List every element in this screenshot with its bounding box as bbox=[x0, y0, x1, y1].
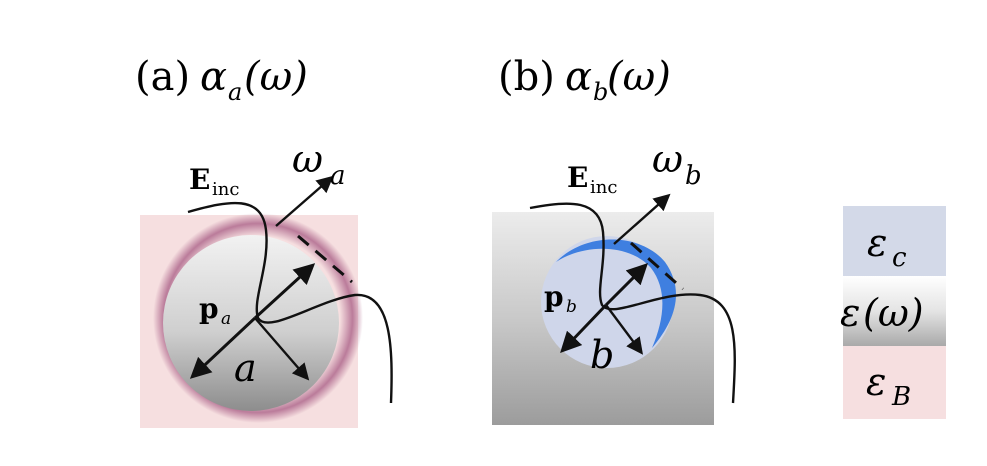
legend-shell-symbol: ε bbox=[840, 291, 860, 335]
legend-shell-arg: (ω) bbox=[863, 291, 924, 335]
panel-a-alpha-sub: a bbox=[228, 78, 242, 106]
panel-b-omega-arg: (ω) bbox=[607, 54, 671, 100]
panel-b-shell-dashes bbox=[630, 241, 684, 291]
panel-b-omega: ω bbox=[652, 137, 683, 181]
legend-core-sub: c bbox=[892, 243, 907, 273]
panel-b-alpha: α bbox=[565, 54, 592, 100]
panel-b-omega-sub: b bbox=[685, 161, 702, 191]
panel-a: (a) α a (ω) E inc ω a p a a bbox=[135, 54, 393, 428]
panel-b-p-sub: b bbox=[566, 297, 577, 317]
panel-b-e-inc-sub: inc bbox=[590, 177, 617, 198]
panel-a-scattered-ray bbox=[275, 175, 334, 227]
panel-a-alpha: α bbox=[200, 54, 227, 100]
panel-a-incident-wave bbox=[187, 201, 393, 404]
panel-a-shell-dashes bbox=[297, 234, 353, 284]
legend-shell-swatch bbox=[843, 276, 946, 346]
panel-b-p: p bbox=[544, 280, 564, 313]
legend-background-symbol: ε bbox=[866, 360, 886, 404]
panel-a-omega-sub: a bbox=[330, 161, 346, 191]
panel-a-label: (a) bbox=[135, 54, 190, 100]
panel-a-p: p bbox=[199, 292, 219, 325]
panel-b-radius-arrow bbox=[605, 304, 644, 355]
panel-a-omega: ω bbox=[292, 137, 323, 181]
legend-background-sub: B bbox=[891, 382, 911, 412]
panel-a-dipole-arrow-up bbox=[253, 263, 316, 320]
legend-core-swatch bbox=[843, 206, 946, 276]
panel-b-dipole-arrow-down bbox=[560, 303, 608, 354]
panel-a-radius-label: a bbox=[234, 346, 257, 390]
legend-core-symbol: ε bbox=[867, 221, 887, 265]
panel-b-dipole-arrow-up bbox=[604, 263, 648, 307]
panel-b: (b) α b (ω) E inc ω b p b b bbox=[492, 54, 736, 425]
panel-a-e-inc-sub: inc bbox=[212, 179, 239, 200]
panel-b-e-inc: E bbox=[567, 161, 588, 194]
panel-a-p-sub: a bbox=[221, 309, 231, 329]
panel-a-dipole-arrow-down bbox=[189, 316, 257, 379]
legend: ε c ε (ω) ε B bbox=[840, 206, 946, 419]
panel-a-radius-arrow bbox=[254, 317, 310, 381]
panel-b-label: (b) bbox=[498, 54, 555, 100]
panel-b-scattered-ray bbox=[613, 193, 671, 245]
panel-b-alpha-sub: b bbox=[593, 78, 608, 106]
panel-b-radius-label: b bbox=[590, 333, 614, 377]
panel-a-e-inc: E bbox=[189, 163, 210, 196]
legend-background-swatch bbox=[843, 346, 946, 419]
panel-a-omega-arg: (ω) bbox=[244, 54, 308, 100]
